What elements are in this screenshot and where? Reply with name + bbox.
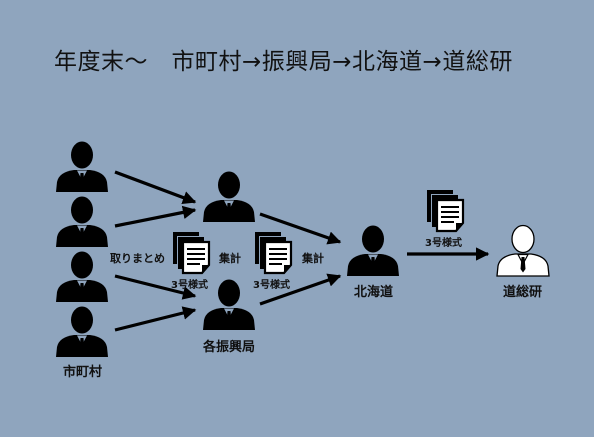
form-label-3: 3号様式 [425, 238, 462, 249]
arrow-municipality-2-to-bureau-1 [114, 205, 197, 228]
person-icon-institute [496, 224, 550, 277]
hokkaido-label: 北海道 [354, 285, 394, 300]
person-icon-municipality-3 [56, 251, 108, 302]
person-icon-bureau-1 [203, 171, 255, 222]
collect-label: 取りまとめ [110, 252, 165, 265]
person-icon-bureau-2 [203, 279, 255, 330]
arrow-municipality-1-to-bureau-1 [114, 170, 197, 205]
person-icon-municipality-4 [56, 306, 108, 357]
page-title: 年度末〜 市町村→振興局→北海道→道総研 [54, 49, 513, 75]
institute-label: 道総研 [503, 285, 543, 300]
person-icon-municipality-2 [56, 196, 108, 247]
municipalities-label: 市町村 [63, 365, 103, 380]
tally-label-2: 集計 [302, 252, 324, 265]
person-icon-municipality-1 [56, 141, 108, 192]
person-icon-hokkaido [347, 225, 399, 276]
form-label-1: 3号様式 [171, 280, 208, 291]
arrow-municipality-4-to-bureau-2 [114, 306, 197, 332]
document-icon-form-2 [253, 230, 293, 275]
document-icon-form-1 [171, 230, 211, 275]
tally-label-1: 集計 [219, 252, 241, 265]
form-label-2: 3号様式 [253, 280, 290, 291]
arrow-bureau-2-to-hokkaido [259, 273, 342, 306]
document-icon-form-3 [425, 188, 465, 233]
arrow-municipality-3-to-bureau-2 [114, 274, 197, 300]
bureaus-label: 各振興局 [203, 340, 256, 355]
arrow-bureau-1-to-hokkaido [259, 212, 342, 245]
